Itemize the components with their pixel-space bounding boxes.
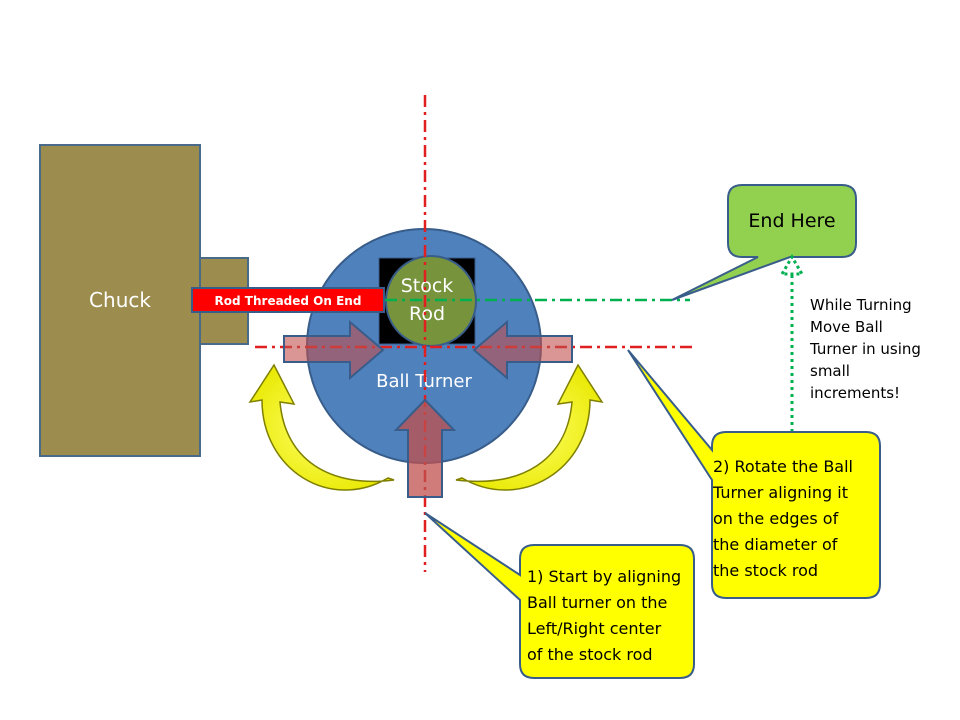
end-here-label: End Here — [748, 210, 835, 232]
side-note-line: While Turning — [810, 296, 912, 314]
step1-line: 1) Start by aligning — [527, 567, 681, 586]
step2-line: the stock rod — [713, 561, 818, 580]
side-note-line: increments! — [810, 384, 900, 402]
side-note-line: Move Ball — [810, 318, 883, 336]
step2-line: 2) Rotate the Ball — [713, 457, 853, 476]
stock-rod-label-line2: Rod — [409, 303, 445, 325]
step2-text: 2) Rotate the Ball Turner aligning it on… — [712, 457, 853, 580]
threaded-rod — [191, 287, 385, 313]
right-rotation-arrow — [455, 363, 604, 491]
left-inward-arrow — [283, 319, 385, 381]
side-note-line: small — [810, 362, 850, 380]
chuck-body — [39, 144, 201, 457]
step2-line: on the edges of — [713, 509, 839, 528]
chuck-label: Chuck — [89, 288, 151, 312]
stock-rod-label-line1: Stock — [401, 275, 454, 297]
step2-line: Turner aligning it — [712, 483, 848, 502]
end-here-callout — [671, 184, 857, 301]
step1-line: Left/Right center — [527, 619, 662, 638]
threaded-rod-label: Rod Threaded On End — [215, 294, 362, 308]
side-note: While Turning Move Ball Turner in using … — [809, 296, 921, 402]
step1-line: Ball turner on the — [527, 593, 667, 612]
step1-line: of the stock rod — [527, 645, 653, 664]
step1-callout — [424, 512, 695, 679]
side-note-line: Turner in using — [809, 340, 921, 358]
step2-callout — [627, 349, 881, 599]
upward-arrow — [393, 398, 457, 498]
right-inward-arrow — [472, 319, 573, 381]
left-rotation-arrow — [248, 363, 395, 491]
step2-line: the diameter of — [713, 535, 838, 554]
move-direction-arrowhead — [779, 254, 805, 276]
step1-text: 1) Start by aligning Ball turner on the … — [527, 567, 681, 664]
